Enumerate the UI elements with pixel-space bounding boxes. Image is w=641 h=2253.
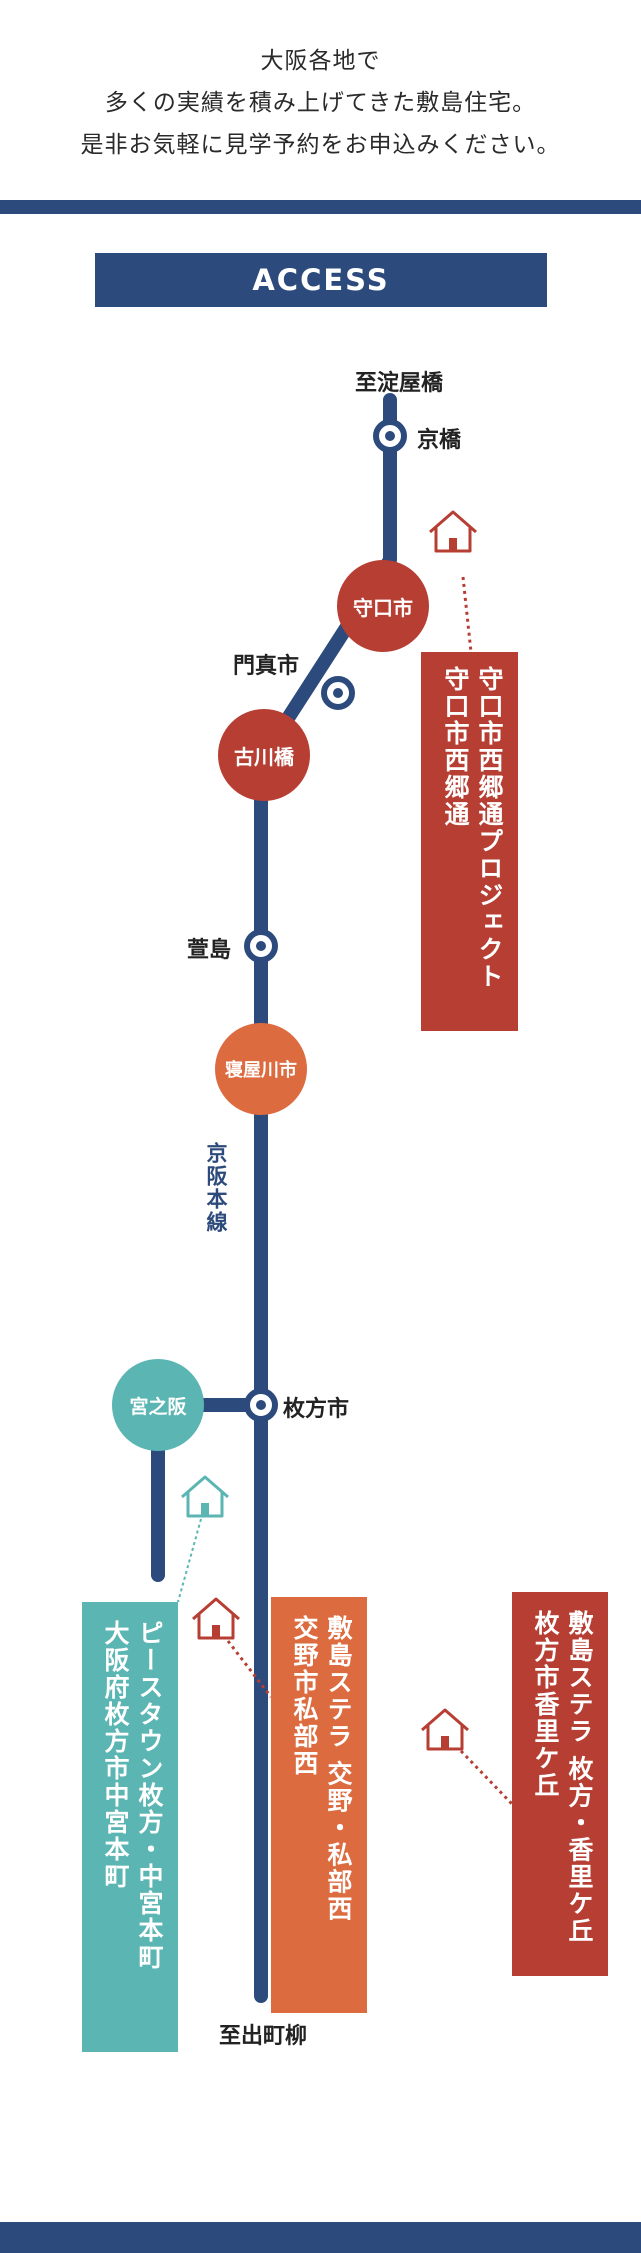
station-label-kadoma: 門真市 — [233, 654, 300, 679]
track-main — [254, 393, 397, 2003]
property-name: 守口市西郷通プロジェクト — [475, 666, 504, 990]
station-dot-hirakata — [256, 1400, 266, 1410]
house-icon — [421, 1708, 469, 1751]
access-heading: ACCESS — [95, 253, 547, 307]
terminus-bottom: 至出町柳 — [219, 2024, 308, 2049]
station-label-hirakata: 枚方市 — [283, 1397, 350, 1422]
intro-line: 多くの実績を積み上げてきた敷島住宅。 — [104, 90, 537, 116]
property-name: ピースタウン枚方・中宮本町 — [135, 1620, 164, 1971]
station-label-moriguchi: 守口市 — [353, 596, 413, 620]
station-circle-moriguchi — [337, 560, 429, 652]
station-label-kyobashi: 京橋 — [417, 428, 462, 453]
line-name: 京阪本線 — [204, 1142, 228, 1234]
house-icon — [192, 1597, 240, 1640]
connector-moriguchi — [461, 576, 473, 653]
property-address: 守口市西郷通 — [441, 666, 470, 828]
station-dot-kyobashi — [385, 431, 395, 441]
property-peacetown: ピースタウン枚方・中宮本町 大阪府枚方市中宮本町 — [82, 1602, 178, 2052]
property-katano: 敷島ステラ 交野・私部西 交野市私部西 — [271, 1597, 367, 2013]
top-divider — [0, 200, 641, 214]
station-label-furukawabashi: 古川橋 — [234, 745, 294, 769]
station-dot-kadoma — [333, 688, 343, 698]
house-icon — [429, 510, 477, 553]
property-name: 敷島ステラ 枚方・香里ケ丘 — [565, 1610, 594, 1945]
property-address: 大阪府枚方市中宮本町 — [101, 1620, 130, 1890]
bottom-divider — [0, 2222, 641, 2253]
station-dot-kayashima — [256, 941, 266, 951]
connector-korigaoka — [459, 1749, 514, 1806]
intro-line: 是非お気軽に見学予約をお申込みください。 — [80, 132, 561, 158]
station-label-neyagawa: 寝屋川市 — [225, 1060, 297, 1081]
station-circle-neyagawa — [215, 1023, 307, 1115]
property-korigaoka: 敷島ステラ 枚方・香里ケ丘 枚方市香里ケ丘 — [512, 1592, 608, 1976]
intro-text: 大阪各地で 多くの実績を積み上げてきた敷島住宅。 是非お気軽に見学予約をお申込み… — [0, 40, 641, 166]
station-label-miyanosaka: 宮之阪 — [129, 1396, 187, 1418]
property-name: 敷島ステラ 交野・私部西 — [324, 1615, 353, 1923]
property-address: 交野市私部西 — [290, 1615, 319, 1777]
property-moriguchi: 守口市西郷通プロジェクト 守口市西郷通 — [421, 652, 518, 1031]
station-circle-furukawabashi — [218, 709, 310, 801]
intro-line: 大阪各地で — [260, 48, 381, 74]
property-address: 枚方市香里ケ丘 — [531, 1610, 560, 1799]
connector-katano — [226, 1640, 273, 1698]
house-icon — [181, 1475, 229, 1518]
station-circle-miyanosaka — [112, 1359, 204, 1451]
station-label-kayashima: 萱島 — [187, 938, 232, 963]
connector-peacetown — [177, 1518, 202, 1603]
terminus-top: 至淀屋橋 — [355, 371, 444, 396]
